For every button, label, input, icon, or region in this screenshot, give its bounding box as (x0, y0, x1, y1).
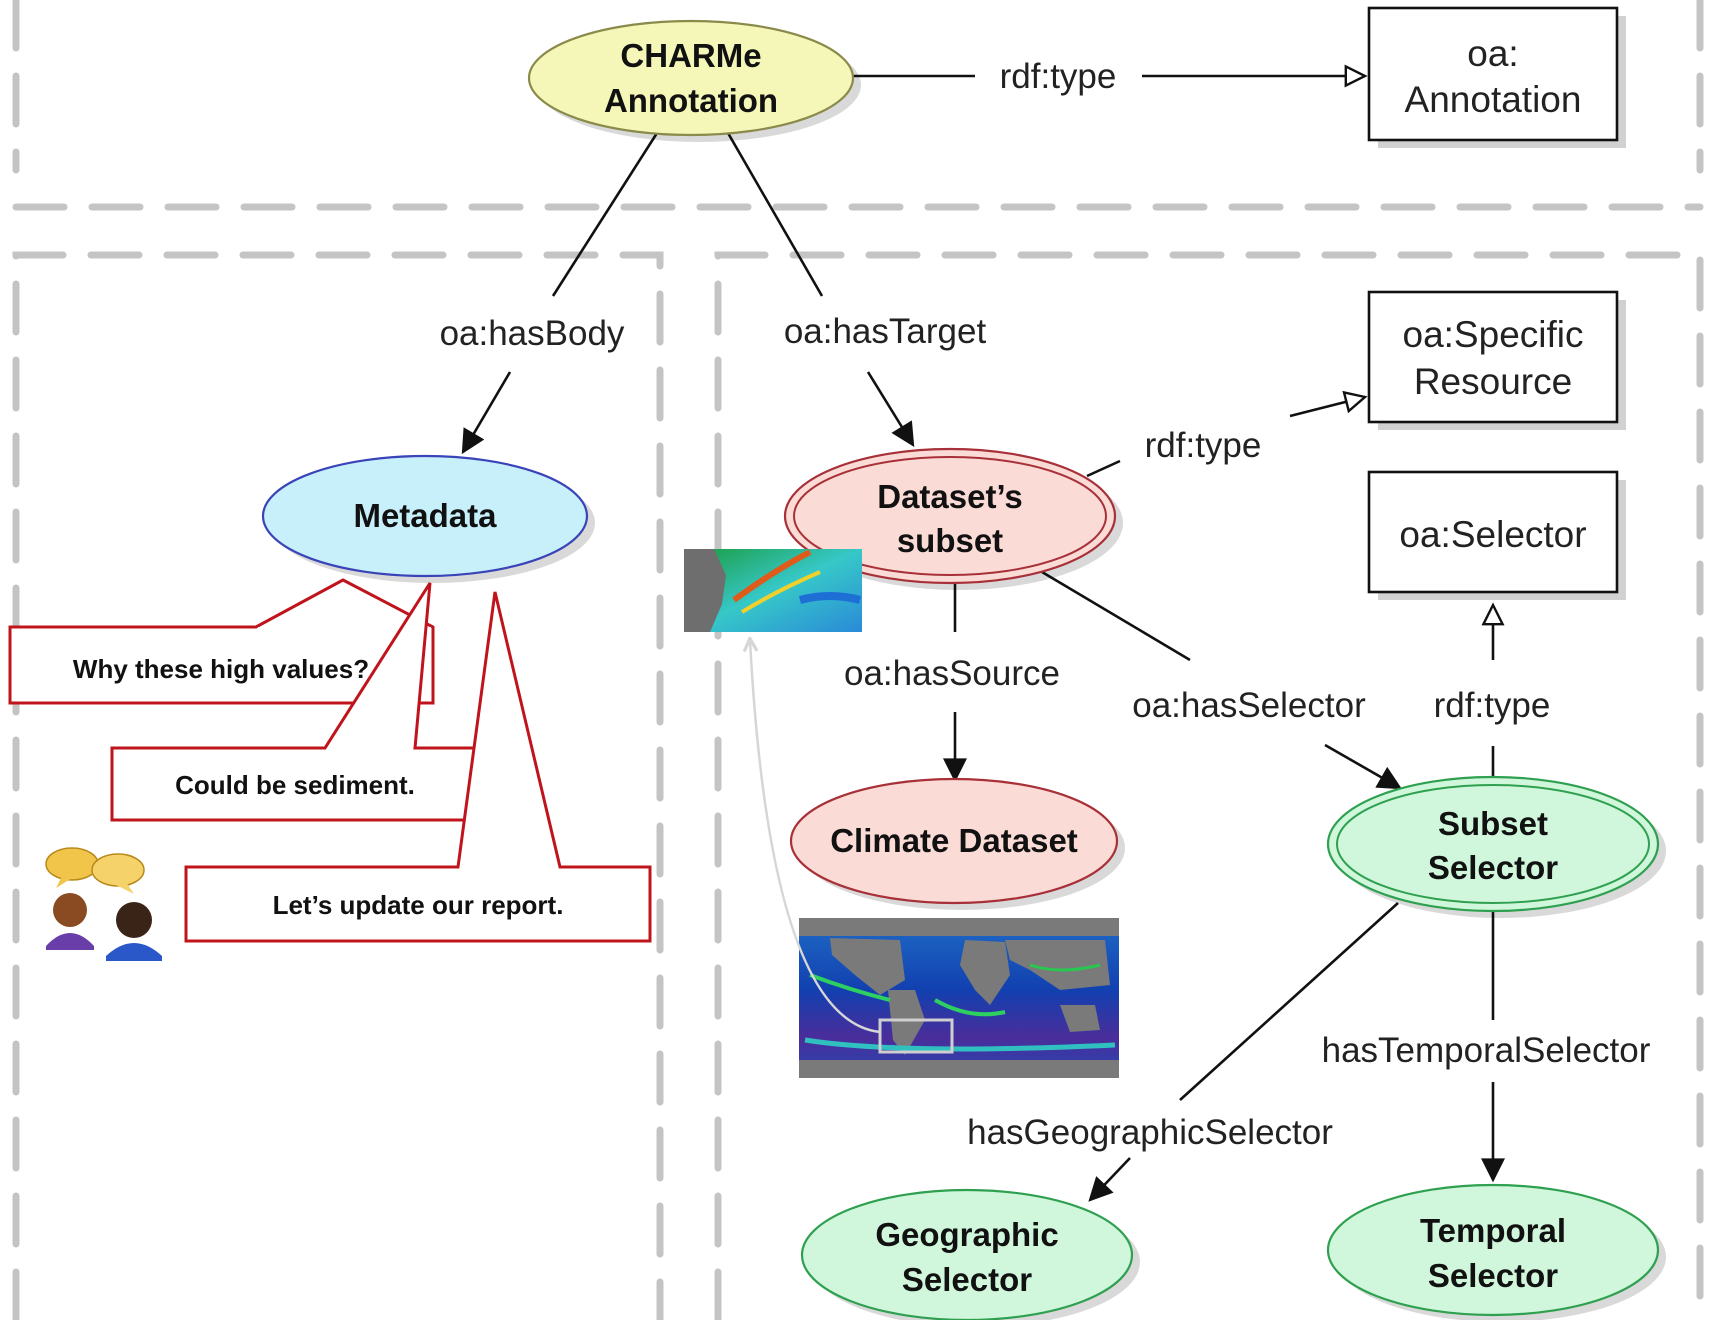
has-body-line (551, 132, 659, 297)
class-box-oa-annotation[interactable]: oa: Annotation (1367, 6, 1626, 148)
edge-label-has-target: oa:hasTarget (784, 312, 987, 351)
rdf-type-subset-line (1086, 459, 1121, 478)
regional-chlorophyll-map-icon (684, 549, 862, 632)
node-temporal-selector-line-2: Selector (1428, 1257, 1558, 1294)
region-dividers (12, 0, 1704, 1324)
node-geographic-selector-line-1: Geographic (875, 1216, 1058, 1253)
node-datasets-subset[interactable]: Dataset’s subset (783, 447, 1123, 590)
class-box-oa-annotation-line-1: oa: (1467, 33, 1518, 74)
node-climate-dataset[interactable]: Climate Dataset (789, 777, 1125, 910)
node-subset-selector-line-2: Selector (1428, 849, 1558, 886)
node-metadata-label: Metadata (353, 497, 497, 534)
class-box-oa-specific-resource-line-1: oa:Specific (1403, 314, 1584, 355)
node-temporal-selector[interactable]: Temporal Selector (1326, 1183, 1666, 1322)
comment-bubble-1[interactable]: Why these high values? (8, 578, 435, 705)
has-selector-line (1041, 570, 1191, 662)
class-box-oa-specific-resource-line-2: Resource (1414, 361, 1572, 402)
global-chlorophyll-map-icon (750, 640, 1119, 1078)
node-datasets-subset-line-2: subset (897, 522, 1003, 559)
edge-label-has-body: oa:hasBody (440, 314, 625, 353)
node-temporal-selector-line-1: Temporal (1420, 1212, 1566, 1249)
rdf-type-subset-arrow (1289, 390, 1368, 418)
node-charme-annotation[interactable]: CHARMe Annotation (527, 19, 861, 142)
edge-label-has-selector: oa:hasSelector (1132, 686, 1366, 725)
body-region-border (12, 251, 664, 1324)
has-geographic-line (1179, 902, 1399, 1101)
node-subset-selector-line-1: Subset (1438, 805, 1548, 842)
comment-text-2: Could be sediment. (175, 770, 415, 800)
comment-bubble-3[interactable]: Let’s update our report. (184, 591, 652, 943)
has-target-arrow (866, 371, 915, 448)
has-body-arrow (461, 371, 512, 455)
edge-labels: rdf:type oa:hasBody oa:hasTarget rdf:typ… (440, 57, 1651, 1152)
users-discussion-icon (45, 847, 162, 961)
edge-label-has-geographic-selector: hasGeographicSelector (967, 1113, 1333, 1152)
node-datasets-subset-line-1: Dataset’s (877, 478, 1023, 515)
node-charme-annotation-line-1: CHARMe (620, 37, 761, 74)
edge-label-has-temporal-selector: hasTemporalSelector (1322, 1031, 1651, 1070)
node-charme-annotation-line-2: Annotation (604, 82, 778, 119)
comment-bubble-2[interactable]: Could be sediment. (110, 582, 480, 822)
class-box-oa-selector[interactable]: oa:Selector (1367, 470, 1626, 600)
class-box-oa-annotation-line-2: Annotation (1405, 79, 1582, 120)
edge-label-rdf-type-top: rdf:type (1000, 57, 1117, 96)
edge-label-rdf-type-selector: rdf:type (1434, 686, 1551, 725)
node-metadata[interactable]: Metadata (261, 454, 595, 583)
class-box-oa-specific-resource[interactable]: oa:Specific Resource (1367, 290, 1626, 430)
class-box-oa-selector-label: oa:Selector (1399, 514, 1586, 555)
node-geographic-selector[interactable]: Geographic Selector (800, 1188, 1140, 1325)
target-region-border (714, 251, 1704, 1324)
comment-text-3: Let’s update our report. (273, 890, 564, 920)
node-climate-dataset-label: Climate Dataset (830, 822, 1078, 859)
connectors (461, 64, 1505, 1202)
has-geographic-arrow (1088, 1157, 1131, 1202)
has-target-line (726, 132, 824, 297)
node-geographic-selector-line-2: Selector (902, 1261, 1032, 1298)
comment-text-1: Why these high values? (73, 654, 369, 684)
edge-label-has-source: oa:hasSource (844, 654, 1060, 693)
has-selector-arrow (1324, 743, 1403, 790)
node-subset-selector[interactable]: Subset Selector (1326, 775, 1666, 918)
edge-label-rdf-type-subset: rdf:type (1145, 426, 1262, 465)
